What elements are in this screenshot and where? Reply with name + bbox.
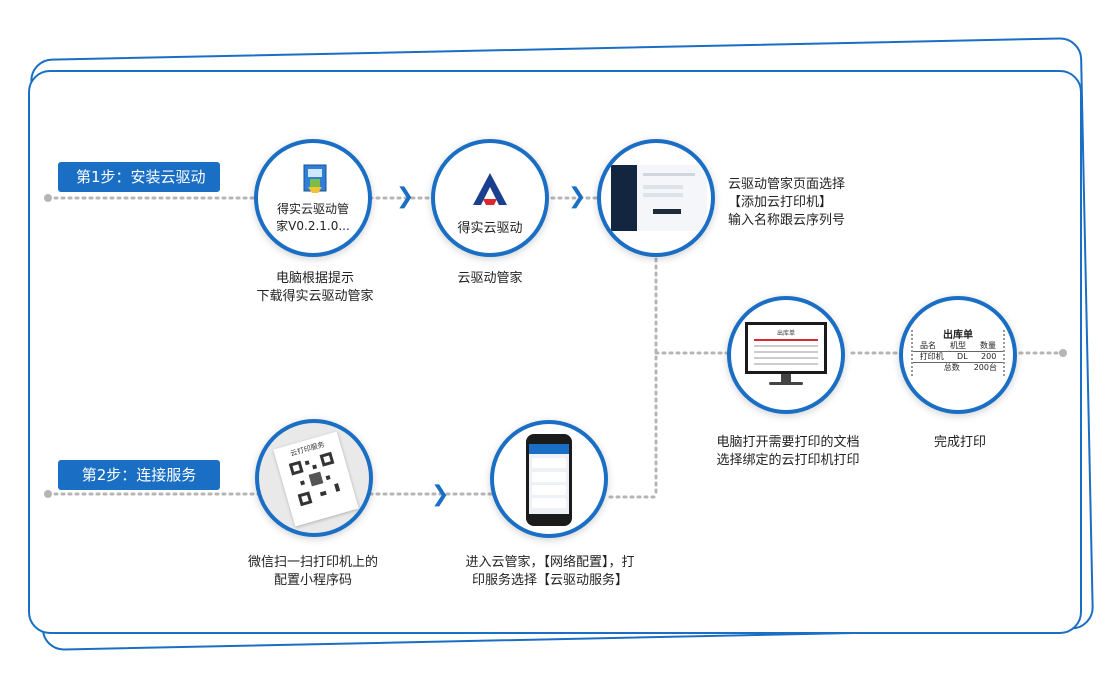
- chevron-right-icon: ❯: [568, 184, 587, 209]
- monitor-doc-title: 出库单: [776, 330, 795, 337]
- receipt-paper: 出库单 品名 机型 数量 打印机 DL 200 总数 200台: [911, 330, 1005, 376]
- manager-caption: 云驱动管家页面选择 【添加云打印机】 输入名称跟云序列号: [728, 177, 846, 228]
- manager-content: [637, 165, 707, 231]
- monitor-screen: 出库单: [745, 322, 827, 374]
- row1-start-dot: [44, 194, 52, 202]
- phone-caption: 进入云管家，【网络配置】，打 印服务选择【云驱动服务】: [465, 555, 635, 588]
- row2-start-dot: [44, 490, 52, 498]
- monitor-caption: 电脑打开需要打印的文档 选择绑定的云打印机打印: [716, 435, 860, 468]
- qrcode-sticker: 云打印服务: [273, 431, 359, 527]
- monitor-circle[interactable]: 出库单: [727, 296, 845, 414]
- qr-code-icon: [286, 449, 346, 509]
- phone-circle[interactable]: [490, 420, 608, 538]
- row-end-dot: [1059, 349, 1067, 357]
- manager-page-circle[interactable]: [597, 139, 715, 257]
- receipt-title: 出库单: [943, 330, 973, 341]
- step1-tag: 第1步：安装云驱动: [58, 162, 220, 192]
- installer-icon: [303, 164, 327, 193]
- dascom-logo-icon: [473, 173, 507, 205]
- installer-caption: 电脑根据提示 下载得实云驱动管家: [256, 271, 374, 304]
- chevron-right-icon: ❯: [396, 184, 415, 209]
- receipt-caption: 完成打印: [933, 435, 986, 450]
- receipt-header-row: 品名 机型 数量: [913, 341, 1003, 352]
- installer-circle[interactable]: 得实云驱动管 家V0.2.1.0...: [254, 139, 372, 257]
- app-logo-circle[interactable]: 得实云驱动: [431, 139, 549, 257]
- chevron-right-icon: ❯: [431, 482, 450, 507]
- qrcode-caption: 微信扫一扫打印机上的 配置小程序码: [247, 555, 378, 588]
- app-caption: 云驱动管家: [457, 271, 523, 286]
- receipt-data-row: 打印机 DL 200: [913, 352, 1003, 363]
- receipt-total-row: 总数 200台: [943, 363, 997, 372]
- phone-device: [526, 434, 572, 526]
- installer-name-line2: 家V0.2.1.0...: [276, 219, 350, 233]
- manager-sidebar: [611, 165, 637, 231]
- installer-name-line1: 得实云驱动管: [276, 202, 349, 216]
- app-logo-text: 得实云驱动: [457, 221, 523, 236]
- qrcode-circle[interactable]: 云打印服务: [255, 419, 373, 537]
- step2-tag: 第2步：连接服务: [58, 460, 220, 490]
- receipt-circle[interactable]: 出库单 品名 机型 数量 打印机 DL 200 总数 200台: [899, 296, 1017, 414]
- phone-screen: [529, 444, 569, 514]
